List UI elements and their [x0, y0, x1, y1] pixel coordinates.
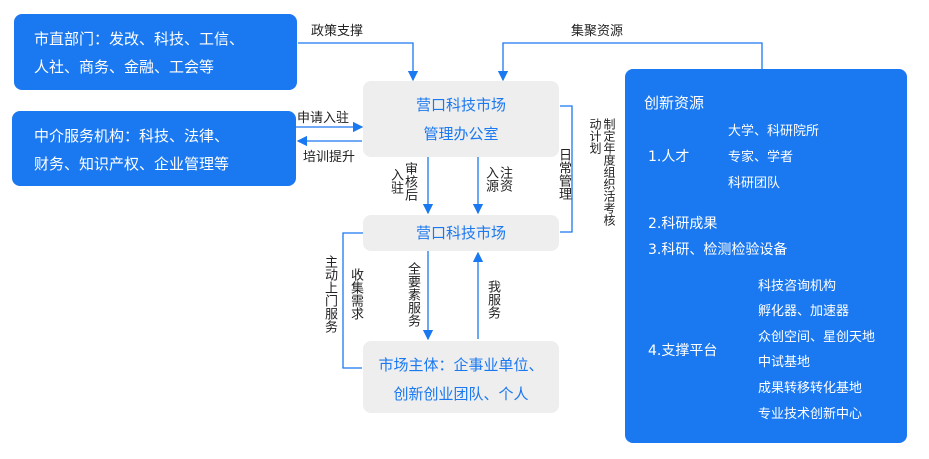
platform-item: 众创空间、星创天地 — [758, 330, 876, 345]
platform-item: 专业技术创新中心 — [758, 407, 863, 422]
platform-item: 孵化器、加速器 — [758, 304, 850, 319]
policy-arrow — [298, 42, 419, 82]
platform-item: 成果转移转化基地 — [758, 381, 863, 396]
visit-label: 主动上门服务 — [322, 255, 337, 333]
talent-label: 1.人才 — [648, 149, 690, 165]
daily-label: 日常管理 — [556, 148, 571, 200]
inject-label-1: 注资 — [497, 166, 512, 192]
talent-item: 科研团队 — [728, 176, 781, 191]
agency-line-1: 中介服务机构：科技、法律、 — [34, 127, 230, 145]
resources-title: 创新资源 — [644, 94, 705, 112]
gather-label: 集聚资源 — [571, 24, 624, 39]
review-label: 审核后 — [402, 162, 417, 201]
office-line-1: 营口科技市场 — [415, 96, 506, 114]
entity-line-1: 市场主体：企事业单位、 — [378, 356, 544, 374]
enter-label: 入驻 — [388, 168, 403, 194]
visit-bracket — [342, 232, 363, 369]
talent-item: 大学、科研院所 — [728, 124, 820, 139]
inject-label-2: 入源 — [483, 166, 498, 192]
gov-line-1: 市直部门：发改、科技、工信、 — [34, 30, 245, 48]
management-office-box: 营口科技市场 管理办公室 — [363, 81, 559, 157]
platform-item: 中试基地 — [758, 355, 811, 370]
equipment-label: 3.科研、检测检验设备 — [648, 242, 788, 258]
gov-departments-box: 市直部门：发改、科技、工信、 人社、商务、金融、工会等 — [14, 14, 297, 90]
myservice-label: 我服务 — [485, 280, 500, 319]
daily-bracket — [560, 105, 573, 233]
resources-panel — [625, 69, 907, 443]
agency-line-2: 财务、知识产权、企业管理等 — [34, 155, 230, 173]
talent-item: 专家、学者 — [728, 150, 794, 165]
platform-label: 4.支撑平台 — [648, 343, 718, 359]
apply-label: 申请入驻 — [297, 111, 350, 126]
office-line-2: 管理办公室 — [423, 125, 499, 143]
platform-item: 科技咨询机构 — [758, 279, 837, 294]
results-label: 2.科研成果 — [648, 216, 718, 232]
market-entity-box: 市场主体：企事业单位、 创新创业团队、个人 — [363, 341, 559, 413]
gov-line-2: 人社、商务、金融、工会等 — [34, 58, 215, 76]
agency-box: 中介服务机构：科技、法律、 财务、知识产权、企业管理等 — [12, 111, 296, 186]
allfactor-label: 全要素服务 — [405, 262, 420, 327]
collect-label: 收集需求 — [348, 268, 363, 320]
plan-label: 制定年度组织活考核动计划 — [588, 118, 616, 226]
gather-arrow — [497, 42, 763, 82]
entity-line-2: 创新创业团队、个人 — [393, 385, 529, 403]
train-label: 培训提升 — [303, 150, 356, 165]
policy-label: 政策支撑 — [311, 24, 364, 39]
market-box: 营口科技市场 — [363, 215, 559, 251]
